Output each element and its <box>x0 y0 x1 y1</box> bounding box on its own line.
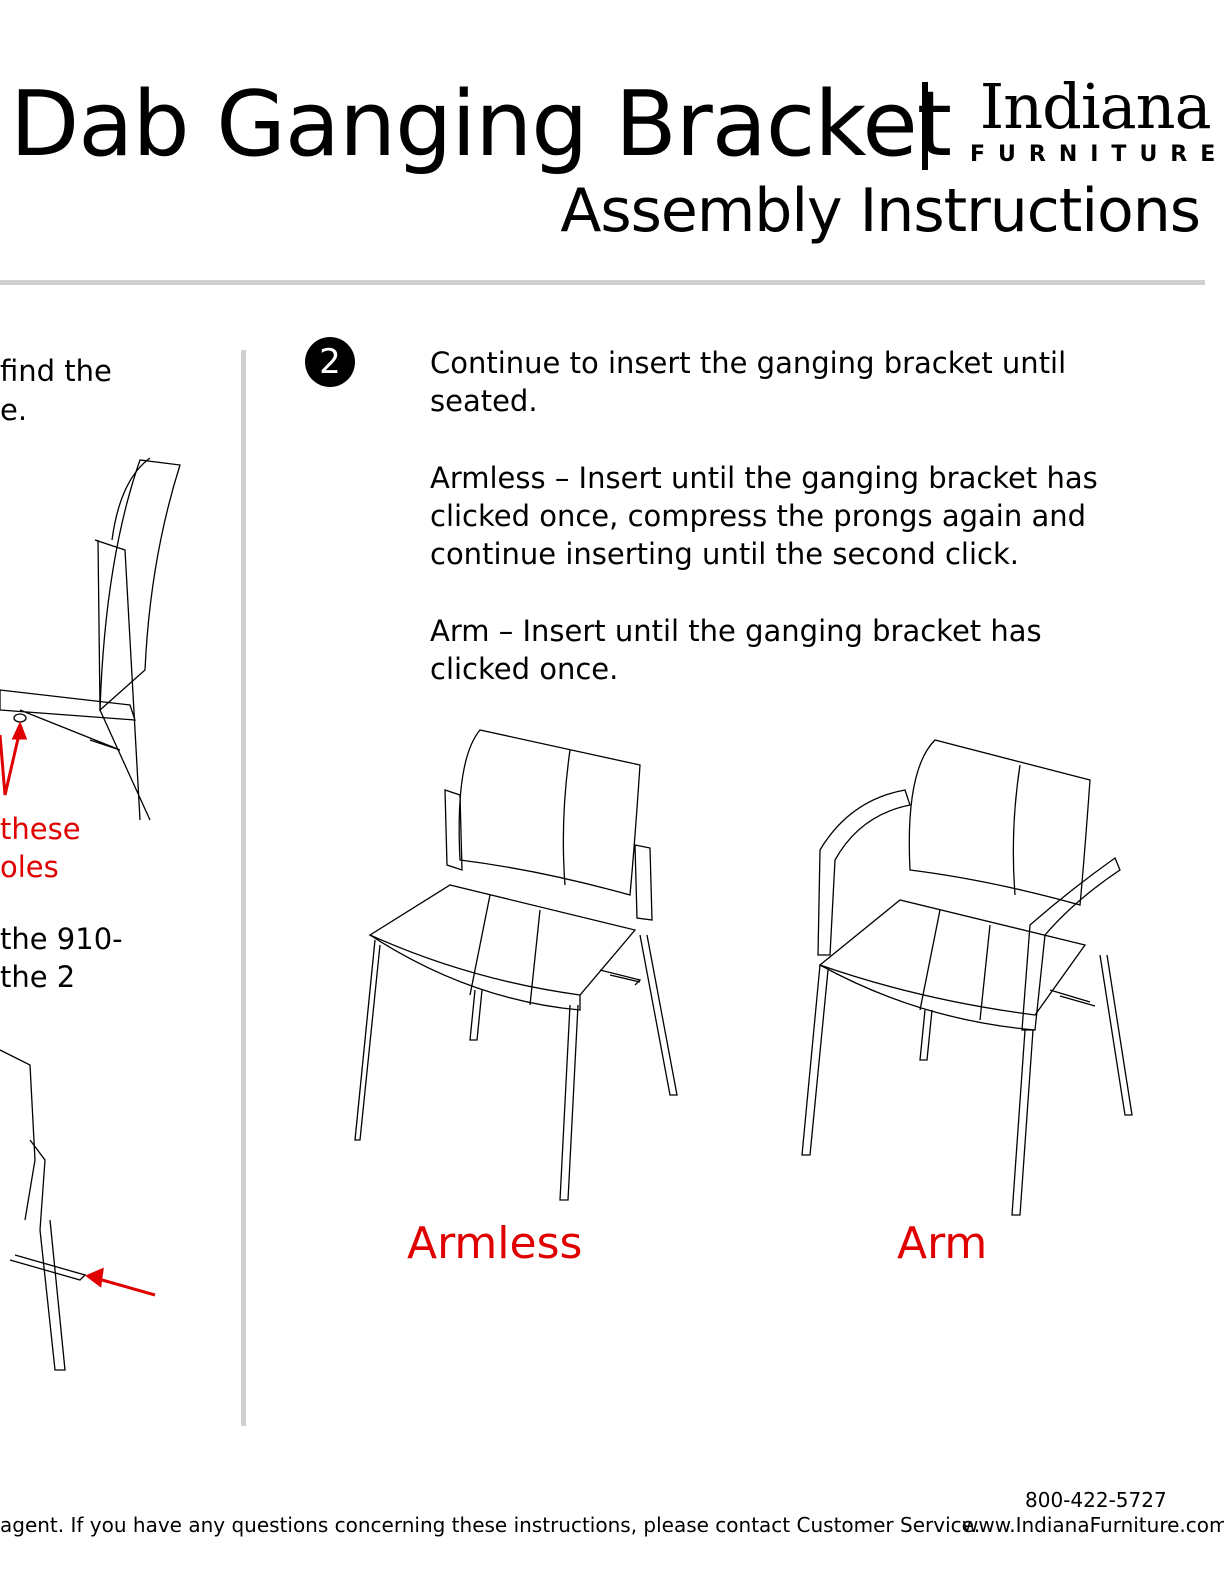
logo-sub: FURNITURE <box>970 142 1224 167</box>
step1-text-line: e. <box>0 393 28 427</box>
footer-phone: 800-422-5727 <box>1025 1488 1167 1512</box>
header-rule <box>0 280 1205 285</box>
logo-name: Indiana <box>979 70 1212 143</box>
column-divider <box>241 350 246 1426</box>
title-divider <box>922 82 928 170</box>
footer-website[interactable]: www.IndianaFurniture.com <box>962 1513 1224 1537</box>
step1-chair-illustration <box>0 457 181 1371</box>
armless-label: Armless <box>407 1218 583 1269</box>
step2-arm-instruction: Arm – Insert until the ganging bracket h… <box>430 614 1042 686</box>
page-subtitle: Assembly Instructions <box>560 176 1201 246</box>
step1-text-line: the 910- <box>0 922 123 956</box>
holes-callout: oles <box>0 850 59 884</box>
step1-text-line: find the <box>0 354 112 388</box>
armless-chair-illustration <box>354 729 678 1201</box>
page-title: Dab Ganging Bracket <box>10 72 952 177</box>
step2-intro: Continue to insert the ganging bracket u… <box>430 346 1067 418</box>
step1-text-line: the 2 <box>0 960 76 994</box>
arm-label: Arm <box>897 1218 988 1269</box>
step2-armless-instruction: Armless – Insert until the ganging brack… <box>430 461 1098 571</box>
brand-logo: Indiana FURNITURE <box>962 70 1224 168</box>
step-number-badge: 2 <box>305 337 355 387</box>
holes-callout: these <box>0 812 81 846</box>
arm-chair-illustration <box>801 739 1133 1216</box>
footer-disclaimer: agent. If you have any questions concern… <box>0 1513 981 1537</box>
